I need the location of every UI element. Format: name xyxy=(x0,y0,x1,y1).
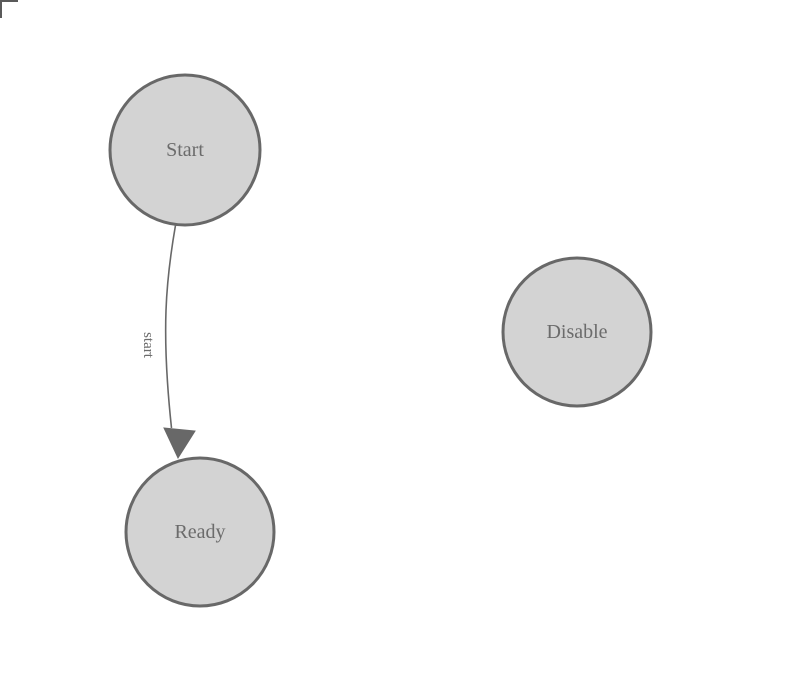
node-disable-label: Disable xyxy=(546,321,607,343)
arrowhead-icon xyxy=(163,427,196,460)
edge-start-to-ready[interactable]: start xyxy=(140,225,196,460)
edge-label-group: start xyxy=(140,332,156,359)
edge-line xyxy=(164,225,177,429)
node-disable[interactable]: Disable xyxy=(501,256,653,408)
edge-label-start: start xyxy=(140,332,156,359)
crop-corner-mark-icon xyxy=(0,0,18,18)
node-disable-circle[interactable] xyxy=(501,256,653,408)
node-ready-circle[interactable] xyxy=(124,456,276,608)
node-ready[interactable]: Ready xyxy=(124,456,276,608)
node-start[interactable]: Start xyxy=(108,73,262,227)
node-ready-label: Ready xyxy=(174,521,225,543)
node-start-circle[interactable] xyxy=(108,73,262,227)
node-start-label: Start xyxy=(166,139,204,161)
